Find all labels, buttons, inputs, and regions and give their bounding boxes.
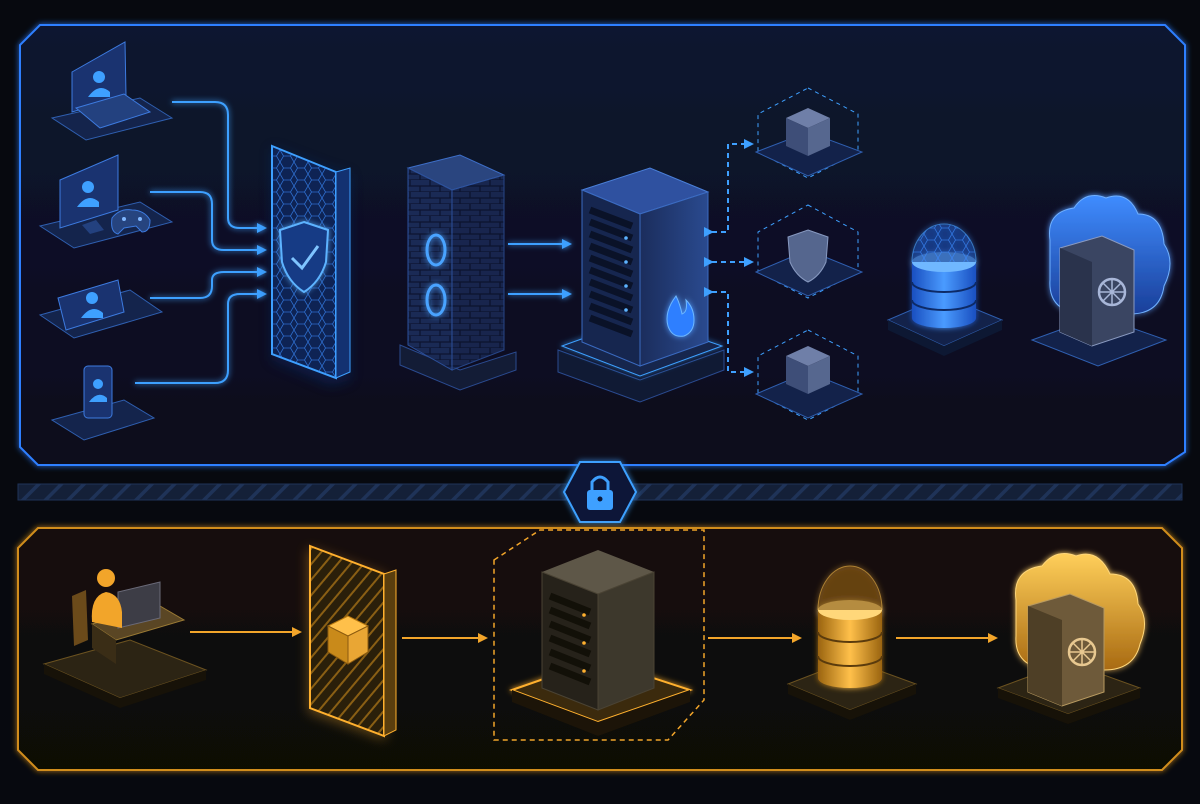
client-phone [50,365,156,441]
server-rack-slots [588,206,634,338]
shield-icon [787,229,829,283]
cube-cluster-icon [786,108,830,156]
cube-panel-icon [326,615,370,665]
shield-check-icon [278,220,330,294]
gamepad-icon [111,209,151,235]
user-icon [88,71,110,97]
lock-icon [562,461,638,523]
service-node-top [754,87,864,179]
security-divider [17,461,1183,523]
cloud-vault [1030,195,1171,367]
database-icon [911,223,977,328]
client-desktop-with-gamepad [38,154,174,249]
cloud-vault-icon [1015,553,1145,707]
flame-icon [666,295,695,337]
cloud-vault-gold [996,553,1145,724]
database-icon [817,565,883,688]
security-gateway [271,144,351,385]
workstation-user [42,569,208,708]
user-icon [77,181,99,207]
client-laptop [50,41,174,141]
user-icon [89,379,107,402]
database [886,223,1004,356]
client-tablet [38,279,164,339]
user-at-desk-icon [72,569,186,664]
service-node-middle [754,204,864,299]
server-gold [493,529,705,741]
client-connectors [135,101,267,384]
service-connectors [704,139,754,377]
service-node-bottom [754,329,864,421]
firewall [399,154,517,391]
secure-gateway-gold [308,544,397,740]
server-tower-icon [541,550,655,711]
database-gold [786,565,918,720]
brick-wall-icon [425,233,447,317]
cube-cluster-icon [786,346,830,394]
application-server [557,167,725,403]
cloud-vault-icon [1049,195,1171,347]
user-icon [81,292,103,318]
connectors-firewall-server [508,239,572,299]
